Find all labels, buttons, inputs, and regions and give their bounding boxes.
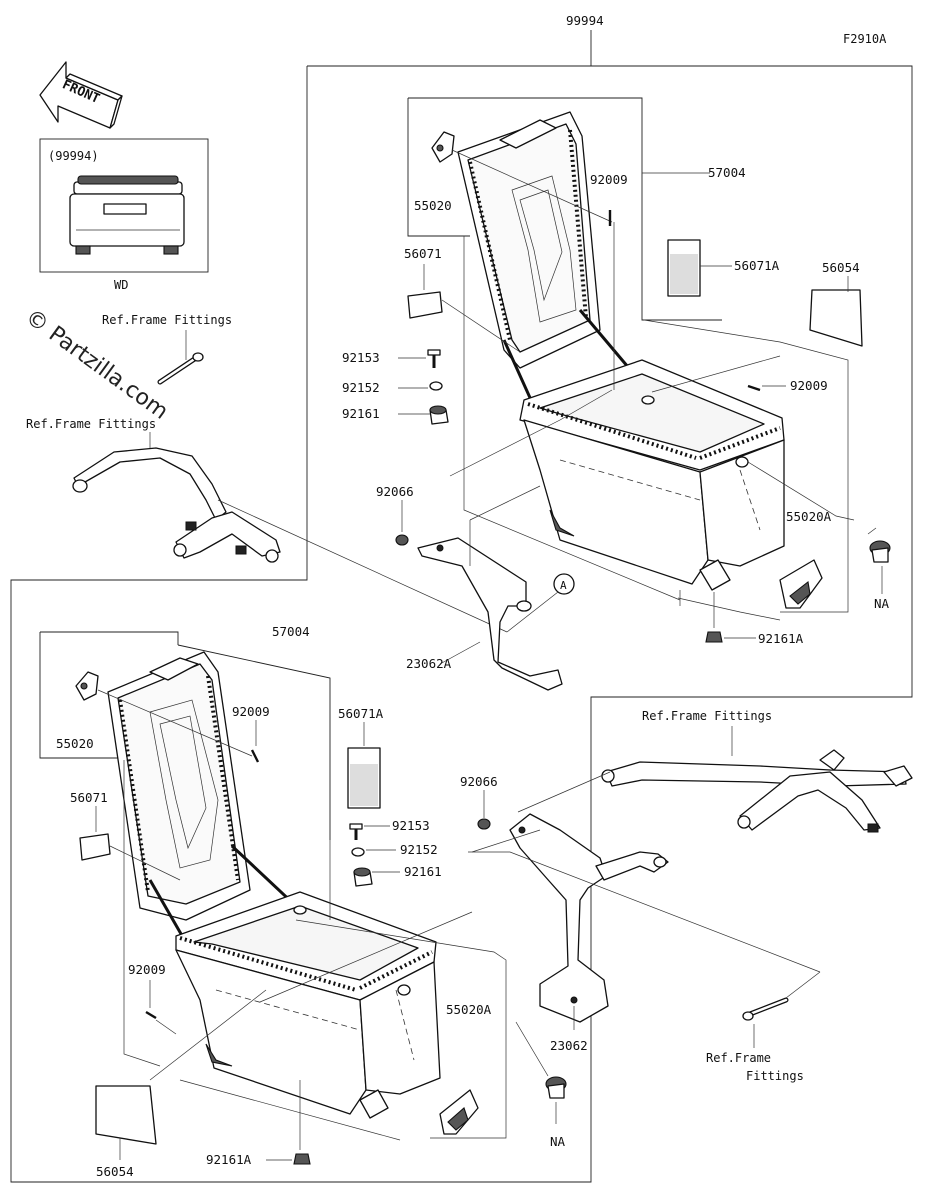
label-top-57004: 57004 [708, 165, 746, 180]
label-top-92152: 92152 [342, 380, 380, 395]
ref-frame-fittings-label-3: Ref.Frame Fittings [642, 709, 772, 723]
frame-rail-left [72, 447, 281, 563]
case-thumbnail [69, 175, 185, 255]
label-bot-92066: 92066 [460, 774, 498, 789]
label-bot-56071: 56071 [70, 790, 108, 805]
label-bot-23062: 23062 [550, 1038, 588, 1053]
assembly-outline [10, 30, 913, 1183]
label-bot-55020a: 55020A [446, 1002, 492, 1017]
ref-frame-fittings-label-4a: Ref.Frame [706, 1051, 771, 1065]
label-bot-55020: 55020 [56, 736, 94, 751]
inset-caption: WD [114, 278, 128, 292]
frame-rail-right [601, 749, 913, 833]
inset-box: (99994) WD [39, 138, 209, 292]
bracket-23062 [468, 771, 821, 1030]
ref-frame-fittings-label-4b: Fittings [746, 1069, 804, 1083]
label-top-92066: 92066 [376, 484, 414, 499]
label-bot-na: NA [550, 1134, 566, 1149]
frame-bolt-lower [742, 997, 789, 1048]
diagram-code: F2910A [843, 32, 887, 46]
label-bot-92161: 92161 [404, 864, 442, 879]
label-top-23062a: 23062A [406, 656, 452, 671]
label-bot-56071a: 56071A [338, 706, 384, 721]
label-top-55020a: 55020A [786, 509, 832, 524]
label-top-56071: 56071 [404, 246, 442, 261]
ref-frame-fittings-label-1: Ref.Frame Fittings [102, 313, 232, 327]
label-top-92161a: 92161A [758, 631, 804, 646]
label-bot-92152: 92152 [400, 842, 438, 857]
label-bot-92153: 92153 [392, 818, 430, 833]
label-bot-92009-b: 92009 [128, 962, 166, 977]
label-bot-92161a: 92161A [206, 1152, 252, 1167]
label-top-92161: 92161 [342, 406, 380, 421]
label-bot-57004: 57004 [272, 624, 310, 639]
frame-bolt-upper [157, 352, 204, 385]
label-top-56071a: 56071A [734, 258, 780, 273]
label-top-92009-a: 92009 [590, 172, 628, 187]
bottom-case-assembly [107, 651, 441, 1119]
bottom-small-parts [75, 671, 567, 1165]
label-top-na: NA [874, 596, 890, 611]
label-top-55020: 55020 [414, 198, 452, 213]
top-small-parts: A [395, 131, 891, 691]
front-arrow: FRONT [39, 61, 123, 129]
top-case-assembly [457, 111, 785, 591]
ref-frame-fittings-label-2: Ref.Frame Fittings [26, 417, 156, 431]
label-top-56054: 56054 [822, 260, 860, 275]
inset-code: (99994) [48, 149, 99, 163]
label-top-92009-b: 92009 [790, 378, 828, 393]
assembly-code: 99994 [566, 13, 604, 28]
label-bot-56054: 56054 [96, 1164, 134, 1179]
callout-a: A [560, 579, 567, 592]
label-top-92153: 92153 [342, 350, 380, 365]
label-bot-92009-a: 92009 [232, 704, 270, 719]
